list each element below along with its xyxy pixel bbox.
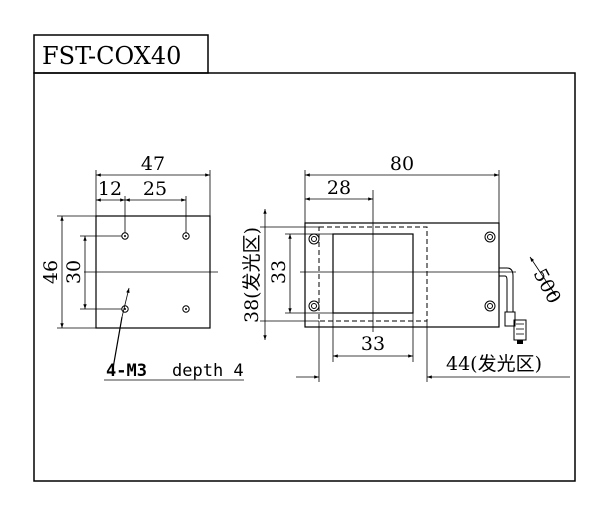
mounting-hole <box>121 305 129 313</box>
title-tab <box>33 34 209 74</box>
drawing-frame <box>33 72 576 482</box>
corner-screw <box>484 231 496 243</box>
hole-leader-shaft <box>111 316 123 375</box>
cable-plug <box>513 319 527 341</box>
mounting-hole <box>182 232 190 240</box>
dimension-label-width: 47 <box>141 153 165 175</box>
dimension-label-width: 80 <box>390 153 414 175</box>
dimension-label-emit-height: 38(发光区) <box>241 227 263 323</box>
mounting-hole <box>182 305 190 313</box>
cable-terminal <box>517 340 523 344</box>
dimension-label-cable: 500 <box>529 265 565 307</box>
cable-connector <box>504 311 516 327</box>
dimension-label-window-width: 33 <box>361 333 385 355</box>
left-view: 47 12 25 46 30 4-M3 depth 4 <box>40 153 244 381</box>
right-body-outline <box>304 222 500 328</box>
dimension-label-emit-width: 44(发光区) <box>446 353 542 375</box>
right-view: 500 80 28 38(发光区) 33 33 44(发光区) <box>241 153 570 382</box>
hole-leader-line <box>121 287 130 318</box>
dimension-label-hole-offset: 12 <box>98 178 122 200</box>
dimension-label-window-height: 33 <box>268 260 290 284</box>
hole-depth-label: depth 4 <box>172 361 244 381</box>
corner-screw <box>308 300 320 312</box>
hole-thread-label: 4-M3 <box>106 361 147 381</box>
mounting-hole <box>121 232 129 240</box>
dimension-label-hole-spacing: 25 <box>143 178 167 200</box>
corner-screw <box>308 233 320 245</box>
dimension-label-height: 46 <box>40 260 62 284</box>
dimension-label-center-offset: 28 <box>327 177 351 199</box>
dimension-line-cable <box>529 256 557 297</box>
title-block: FST-COX40 <box>33 34 209 74</box>
cable <box>499 267 527 344</box>
model-title: FST-COX40 <box>42 42 181 70</box>
corner-screw <box>484 300 496 312</box>
dimension-label-hole-vertical: 30 <box>63 260 85 284</box>
